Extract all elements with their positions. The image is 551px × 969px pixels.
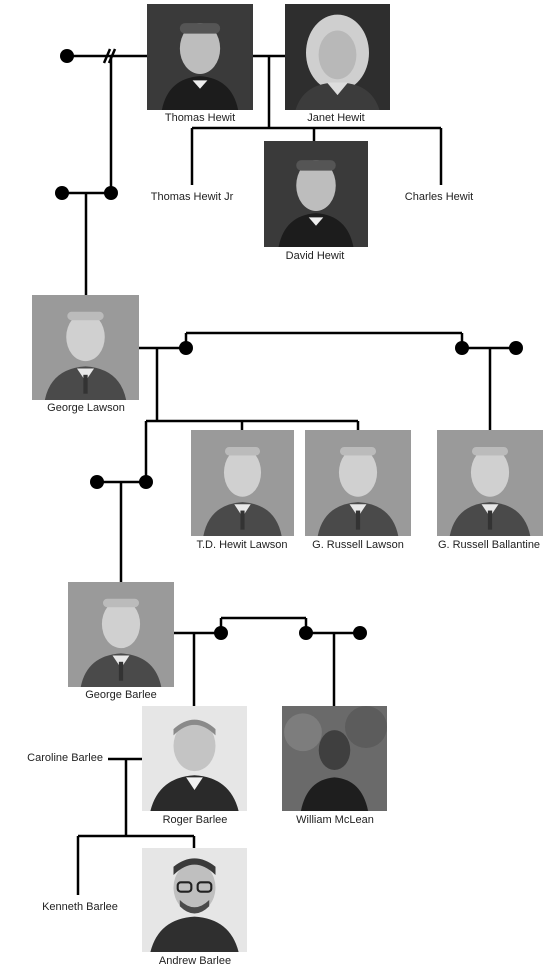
name-william-mclean: William McLean	[296, 814, 374, 826]
portrait-thomas-hewit	[147, 4, 253, 110]
portrait-roger-barlee	[142, 706, 247, 811]
marriage-node	[353, 626, 367, 640]
name-thomas-hewit-jr: Thomas Hewit Jr	[150, 191, 234, 203]
marriage-node	[104, 186, 118, 200]
portrait-william-mclean	[282, 706, 387, 811]
name-thomas-hewit: Thomas Hewit	[164, 112, 236, 124]
name-david-hewit: David Hewit	[285, 250, 345, 262]
name-g-russell-ballantine: G. Russell Ballantine	[437, 539, 541, 551]
portrait-george-barlee	[68, 582, 174, 687]
portrait-janet-hewit	[285, 4, 390, 110]
name-george-barlee: George Barlee	[85, 689, 157, 701]
portrait-david-hewit	[264, 141, 368, 247]
marriage-node	[214, 626, 228, 640]
marriage-node	[455, 341, 469, 355]
marriage-node	[139, 475, 153, 489]
name-kenneth-barlee: Kenneth Barlee	[42, 901, 118, 913]
name-g-russell-lawson: G. Russell Lawson	[312, 539, 404, 551]
marriage-node	[90, 475, 104, 489]
name-td-hewit-lawson: T.D. Hewit Lawson	[196, 539, 288, 551]
name-janet-hewit: Janet Hewit	[307, 112, 365, 124]
name-george-lawson: George Lawson	[47, 402, 125, 414]
marriage-node	[299, 626, 313, 640]
marriage-node	[179, 341, 193, 355]
portrait-td-hewit-lawson	[191, 430, 294, 536]
marriage-node	[55, 186, 69, 200]
portrait-andrew-barlee	[142, 848, 247, 952]
portrait-george-lawson	[32, 295, 139, 400]
name-charles-hewit: Charles Hewit	[404, 191, 474, 203]
divorce-marker	[107, 48, 117, 64]
name-caroline-barlee: Caroline Barlee	[27, 752, 103, 764]
divorce-marker	[102, 48, 112, 64]
marriage-node	[60, 49, 74, 63]
portrait-g-russell-ballantine	[437, 430, 543, 536]
name-andrew-barlee: Andrew Barlee	[158, 955, 232, 967]
portrait-g-russell-lawson	[305, 430, 411, 536]
name-roger-barlee: Roger Barlee	[162, 814, 228, 826]
marriage-node	[509, 341, 523, 355]
